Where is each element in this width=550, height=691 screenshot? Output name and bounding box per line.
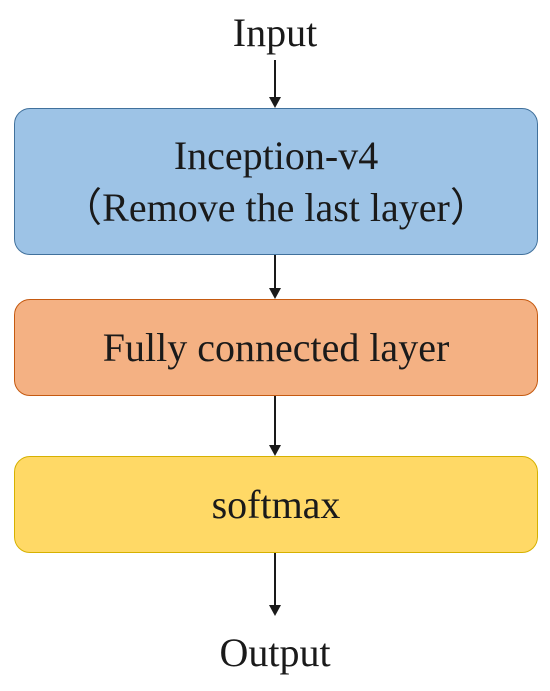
inception-v4-title: Inception-v4 [173,132,379,178]
output-label: Output [219,630,331,675]
arrowhead-icon [269,288,281,299]
arrowhead-icon [269,445,281,456]
arrowhead-icon [269,97,281,108]
arrowhead-icon [269,605,281,616]
fully-connected-label: Fully connected layer [102,324,450,370]
inception-v4-block: Inception-v4 （Remove the last layer） [14,108,538,255]
inception-v4-subtitle: （Remove the last layer） [62,184,490,230]
softmax-label: softmax [211,481,341,527]
fully-connected-block: Fully connected layer [14,299,538,396]
input-label: Input [232,10,318,55]
softmax-block: softmax [14,456,538,553]
